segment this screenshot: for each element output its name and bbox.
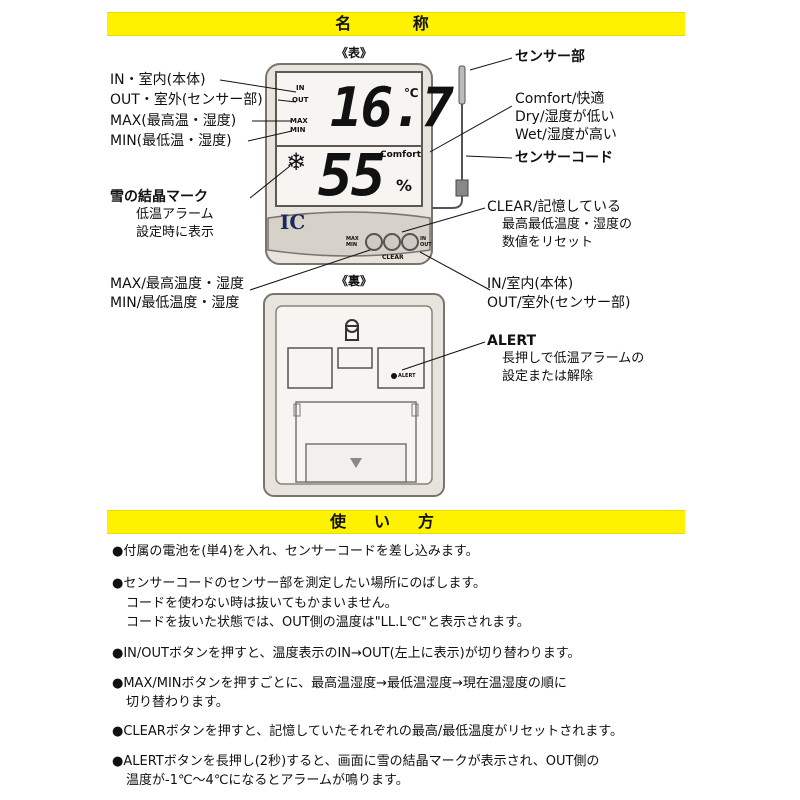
lcd-in-indicator: IN: [296, 84, 305, 92]
lcd-out-indicator: OUT: [292, 96, 309, 104]
alert-button: [391, 373, 397, 379]
brand-logo: IC: [280, 210, 306, 234]
usage-bullet-2-line2: コードを使わない時は抜いてもかまいません。: [126, 596, 398, 611]
usage-bullet-2-line3: コードを抜いた状態では、OUT側の温度は"LL.L℃"と表示されます。: [126, 615, 530, 630]
callout-snow-title: 雪の結晶マーク: [110, 189, 208, 205]
front-label: 《表》: [336, 46, 373, 60]
in-out-button: [401, 233, 419, 251]
clear-button: [383, 233, 401, 251]
callout-sensor: センサー部: [515, 49, 585, 65]
usage-bullet-4: ●MAX/MINボタンを押すごとに、最高温湿度→最低温湿度→現在温湿度の順に: [112, 676, 567, 691]
usage-bullet-4-line2: 切り替わります。: [126, 695, 229, 710]
lcd-max-indicator: MAX: [290, 117, 308, 125]
callout-max: MAX(最高温・湿度): [110, 113, 237, 129]
lcd-panel: [275, 71, 423, 207]
callout-out-button: OUT/室外(センサー部): [487, 295, 631, 311]
callout-alert-line2: 設定または解除: [502, 369, 594, 384]
back-label: 《裏》: [336, 274, 373, 288]
callout-min-button: MIN/最低温度・湿度: [110, 295, 240, 311]
sensor-probe: [458, 65, 466, 105]
usage-bullet-2: ●センサーコードのセンサー部を測定したい場所にのばします。: [112, 576, 487, 591]
usage-bullet-1: ●付属の電池を(単4)を入れ、センサーコードを差し込みます。: [112, 544, 479, 559]
section-header-names: 名 称: [107, 12, 685, 36]
callout-min: MIN(最低温・湿度): [110, 133, 232, 149]
max-min-button-label: MAX MIN: [346, 236, 359, 248]
callout-alert-line1: 長押しで低温アラームの: [502, 351, 645, 366]
usage-bullet-3: ●IN/OUTボタンを押すと、温度表示のIN→OUT(左上に表示)が切り替わりま…: [112, 646, 581, 661]
callout-snow-line1: 低温アラーム: [136, 207, 214, 222]
max-min-button: [365, 233, 383, 251]
callout-max-button: MAX/最高温度・湿度: [110, 276, 244, 292]
usage-bullet-6-line2: 温度が-1℃〜4℃になるとアラームが鳴ります。: [126, 773, 409, 788]
clear-button-label: CLEAR: [382, 254, 404, 261]
lcd-min-indicator: MIN: [290, 126, 306, 134]
callout-clear-line1: 最高最低温度・湿度の: [502, 217, 633, 232]
lcd-temp-unit: ℃: [404, 86, 419, 100]
lcd-temperature: 16.7: [330, 76, 454, 139]
callout-sensor-cord: センサーコード: [515, 150, 613, 166]
in-out-button-label: IN OUT: [420, 236, 432, 248]
callout-in: IN・室内(本体): [110, 72, 206, 88]
callout-dry: Dry/湿度が低い: [515, 109, 615, 125]
callout-in-button: IN/室内(本体): [487, 276, 574, 292]
usage-bullet-6: ●ALERTボタンを長押し(2秒)すると、画面に雪の結晶マークが表示され、OUT…: [112, 754, 600, 769]
callout-clear-line2: 数値をリセット: [502, 235, 594, 250]
lcd-comfort-indicator: Comfort: [380, 150, 422, 160]
alert-button-label: ALERT: [398, 373, 416, 379]
back-compartment-left: [287, 347, 333, 389]
alert-recess: [377, 347, 425, 389]
callout-wet: Wet/湿度が高い: [515, 127, 617, 143]
callout-snow-line2: 設定時に表示: [136, 225, 215, 240]
snowflake-icon: ❄: [286, 148, 307, 176]
usage-bullet-5: ●CLEARボタンを押すと、記憶していたそれぞれの最高/最低温度がリセットされま…: [112, 724, 623, 739]
callout-out: OUT・室外(センサー部): [110, 92, 263, 108]
callout-alert-title: ALERT: [487, 333, 537, 349]
section-header-usage: 使い方: [107, 510, 685, 534]
callout-comfort: Comfort/快適: [515, 91, 605, 107]
lcd-hum-unit: %: [396, 176, 413, 195]
callout-clear-title: CLEAR/記憶している: [487, 199, 622, 215]
lcd-humidity: 55: [318, 141, 386, 209]
